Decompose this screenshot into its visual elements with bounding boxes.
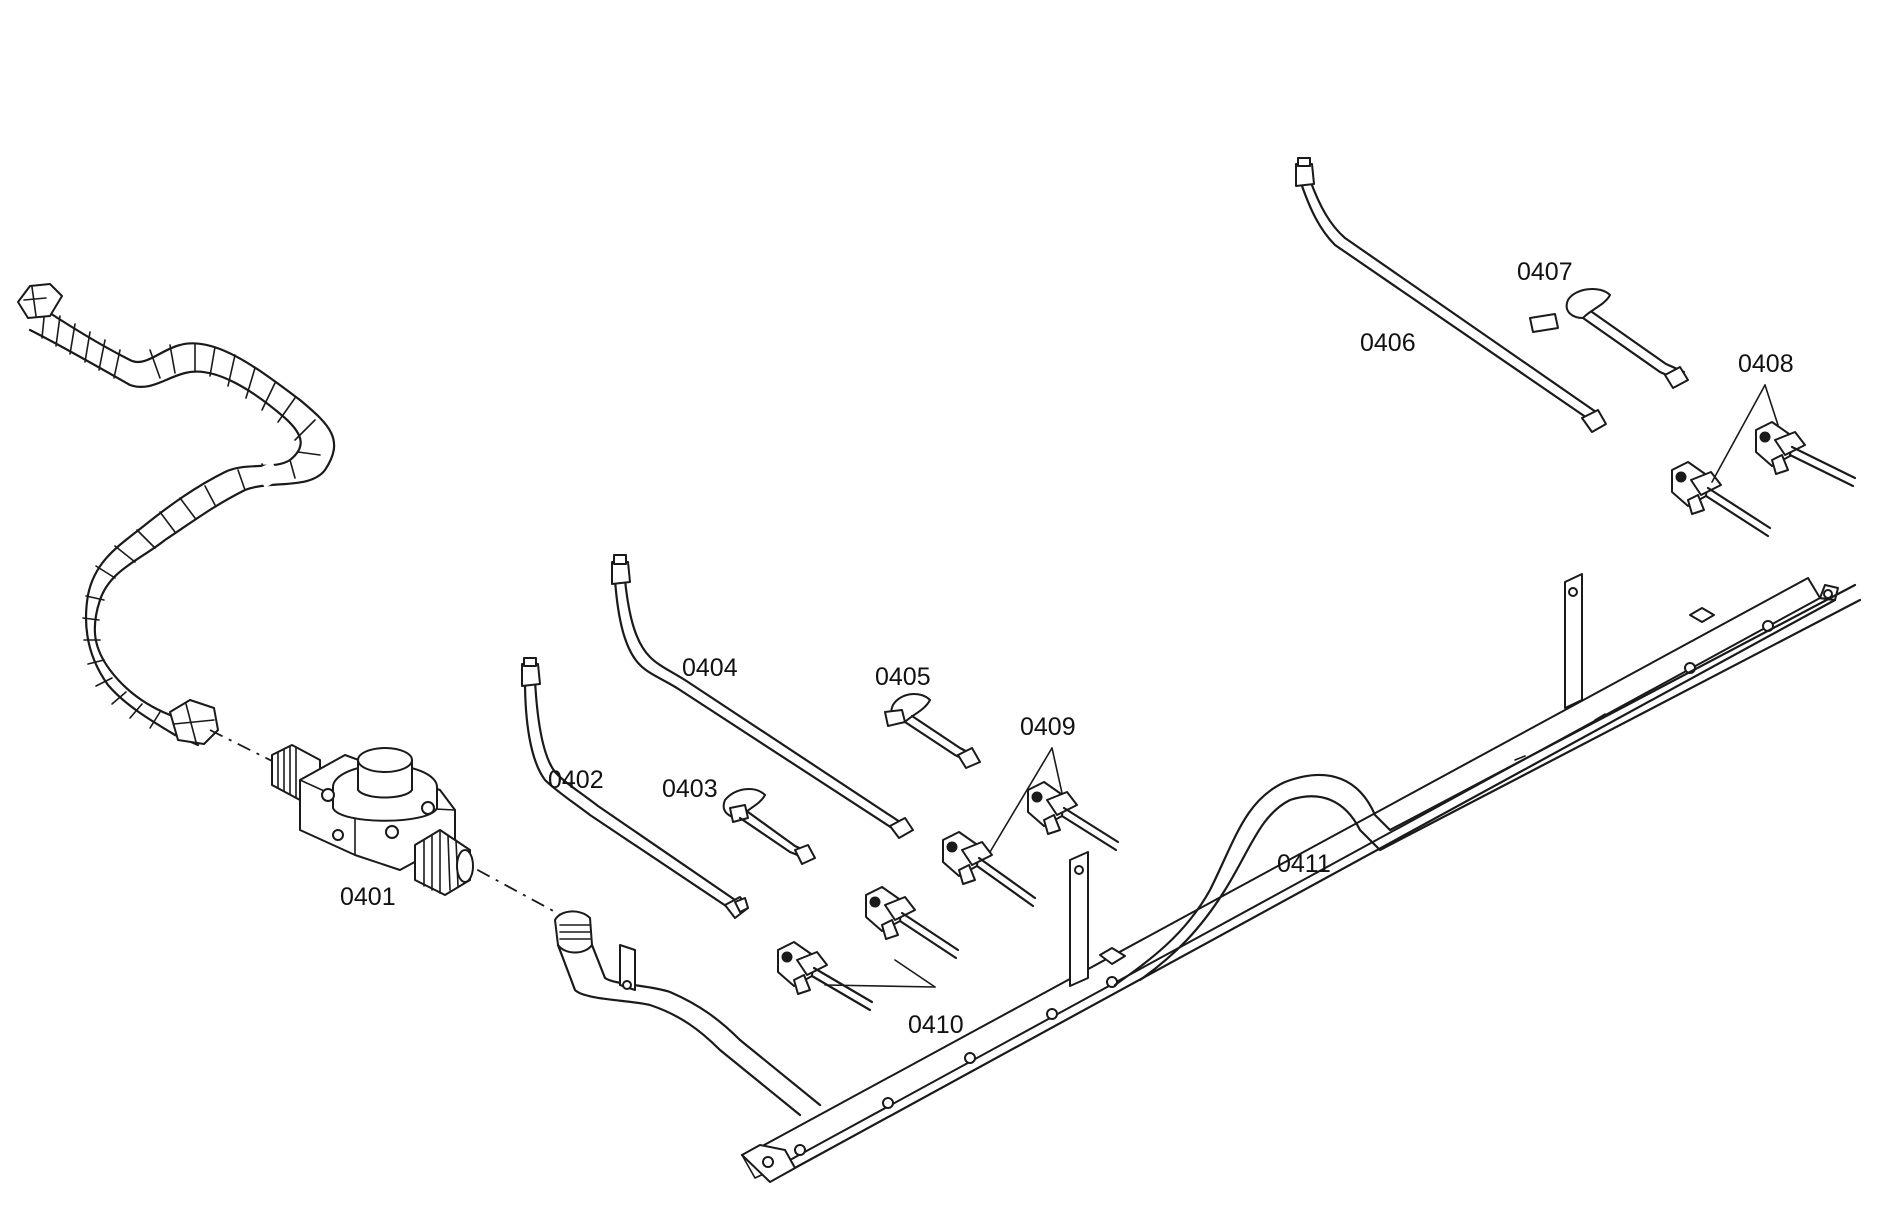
- burner-valve-0410-upper: [865, 886, 960, 960]
- label-0410: 0410: [908, 1011, 964, 1039]
- gas-tube-0405: [884, 693, 981, 769]
- label-0409: 0409: [1020, 713, 1076, 741]
- gas-tube-0403: [722, 788, 816, 865]
- label-0411: 0411: [1277, 850, 1331, 878]
- flex-gas-hose: [17, 283, 336, 747]
- leader-lines: [824, 384, 1779, 988]
- pressure-regulator-0401: [271, 744, 474, 896]
- burner-valve-0409-lower: [942, 831, 1037, 908]
- gas-manifold-0411: [554, 573, 1862, 1183]
- label-0405: 0405: [875, 663, 931, 691]
- label-0407: 0407: [1517, 258, 1573, 286]
- label-0408: 0408: [1738, 350, 1794, 378]
- burner-valve-0409-upper: [1027, 781, 1120, 852]
- gas-tube-0407: [1529, 288, 1689, 389]
- burner-valve-0408-upper: [1755, 421, 1857, 488]
- burner-valve-0408-lower: [1671, 461, 1772, 538]
- label-0406: 0406: [1360, 329, 1416, 357]
- label-0401: 0401: [340, 883, 396, 911]
- label-0402: 0402: [548, 766, 604, 794]
- gas-tube-0406: [1295, 157, 1607, 433]
- label-0403: 0403: [662, 775, 718, 803]
- part-labels: 0401 0402 0403 0404 0405 0406 0407 0408 …: [340, 258, 1794, 1039]
- gas-tube-0404: [611, 554, 914, 839]
- gas-tube-0402: [521, 657, 749, 919]
- label-0404: 0404: [682, 654, 738, 682]
- burner-valve-0410-lower: [777, 941, 874, 1012]
